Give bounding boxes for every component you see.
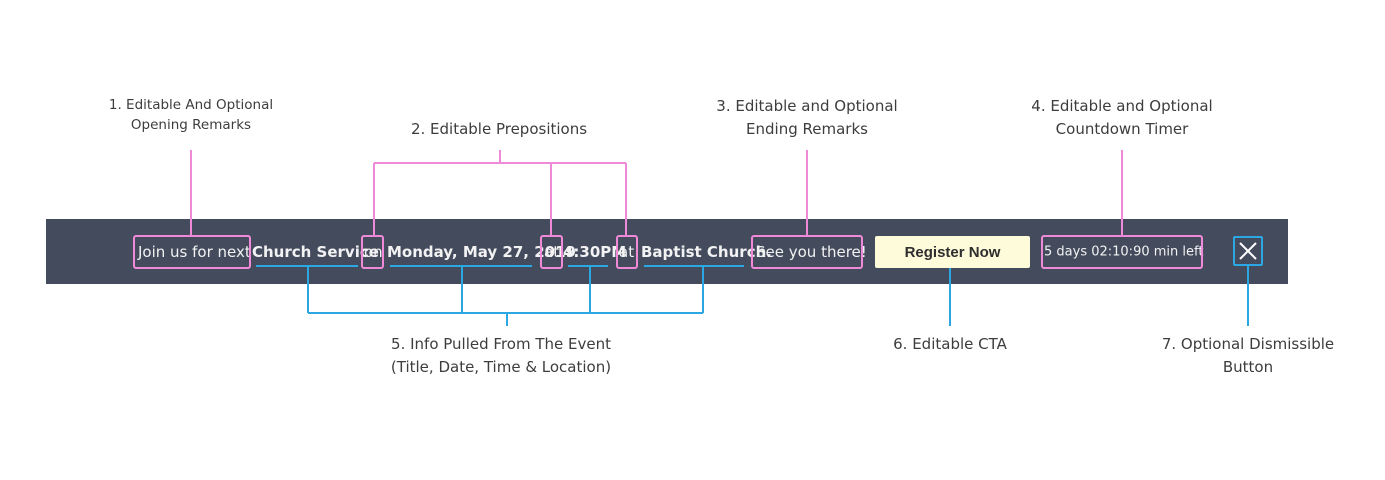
annotation-countdown-timer: 4. Editable and Optional Countdown Timer — [1031, 95, 1212, 141]
preposition-on: on — [364, 243, 383, 261]
ending-remark: See you there! — [756, 243, 867, 261]
annotation-line: 5. Info Pulled From The Event — [391, 335, 611, 353]
annotation-line: Button — [1222, 358, 1274, 376]
dismiss-button[interactable] — [1233, 236, 1263, 266]
preposition-at-time: at — [544, 243, 560, 261]
annotation-ending-remarks: 3. Editable and Optional Ending Remarks — [716, 95, 897, 141]
annotation-line: 4. Editable and Optional — [1031, 97, 1213, 115]
annotation-prepositions: 2. Editable Prepositions — [411, 118, 587, 141]
opening-remark: Join us for next — [138, 243, 251, 261]
annotation-line: 3. Editable and Optional — [716, 97, 898, 115]
annotation-opening-remarks: 1. Editable And Optional Opening Remarks — [109, 95, 273, 135]
annotation-line: 6. Editable CTA — [893, 335, 1007, 353]
annotation-line: Countdown Timer — [1055, 120, 1189, 138]
annotation-line: Opening Remarks — [130, 117, 252, 133]
annotation-line: (Title, Date, Time & Location) — [390, 358, 612, 376]
annotation-line: 1. Editable And Optional — [108, 97, 274, 113]
annotation-cta: 6. Editable CTA — [893, 333, 1007, 356]
close-icon — [1239, 242, 1257, 260]
annotation-dismiss-button: 7. Optional Dismissible Button — [1162, 333, 1334, 379]
countdown-timer: 5 days 02:10:90 min left — [1044, 244, 1204, 260]
annotation-line: 7. Optional Dismissible — [1161, 335, 1335, 353]
event-time: 4:30PM — [563, 243, 627, 261]
register-now-button[interactable]: Register Now — [875, 236, 1030, 268]
annotation-line: Ending Remarks — [746, 120, 868, 138]
annotation-line: 2. Editable Prepositions — [410, 120, 588, 138]
annotation-event-info: 5. Info Pulled From The Event (Title, Da… — [391, 333, 611, 379]
event-date: Monday, May 27, 2019 — [387, 243, 576, 261]
event-location: Baptist Church. — [641, 243, 772, 261]
event-title: Church Service — [252, 243, 379, 261]
preposition-at-location: at — [619, 243, 635, 261]
